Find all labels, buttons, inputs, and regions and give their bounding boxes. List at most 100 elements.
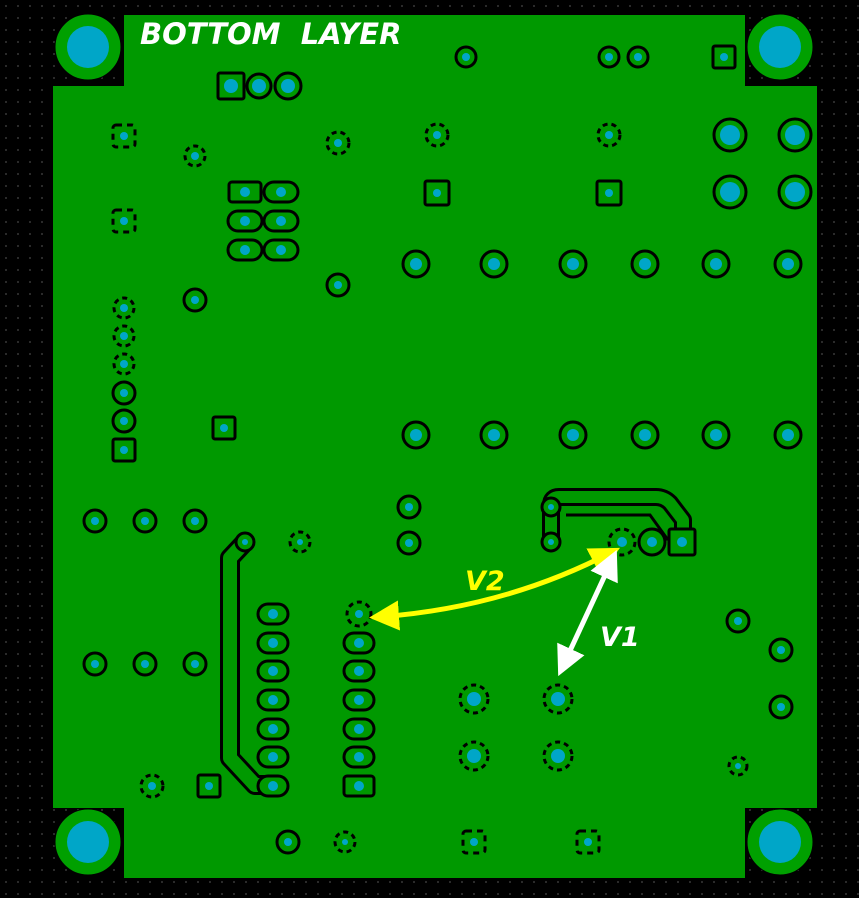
pad-hole — [242, 539, 248, 545]
through-hole-pad-icon — [342, 659, 376, 683]
through-hole-pad-icon — [342, 745, 376, 769]
pad-hole — [354, 781, 364, 791]
mounting-drill — [67, 821, 109, 863]
mounting-hole-icon — [746, 808, 814, 876]
through-hole-pad-icon — [262, 180, 300, 204]
pad-hole — [567, 429, 579, 441]
through-hole-pad-icon — [773, 249, 803, 279]
pad-hole — [334, 139, 342, 147]
board-title: BOTTOM LAYER — [140, 17, 401, 51]
through-hole-pad-icon — [182, 508, 208, 534]
through-hole-pad-icon — [111, 380, 137, 406]
pad-hole — [488, 429, 500, 441]
through-hole-pad-icon — [396, 494, 422, 520]
square-pad-icon — [227, 180, 263, 204]
thermal-relief-via-icon — [111, 208, 137, 234]
through-hole-pad-icon — [256, 774, 290, 798]
v1-double-arrow-icon — [557, 549, 618, 677]
pad-hole — [470, 838, 478, 846]
pad-hole — [191, 296, 199, 304]
thermal-relief-via-icon — [139, 773, 165, 799]
v2-label: V2 — [465, 566, 505, 597]
through-hole-pad-icon — [454, 45, 478, 69]
square-pad-icon — [595, 179, 623, 207]
through-hole-pad-icon — [262, 238, 300, 262]
pad-hole — [120, 417, 128, 425]
pad-hole — [205, 782, 213, 790]
pad-hole — [720, 125, 740, 145]
pad-hole — [342, 839, 348, 845]
pad-hole — [782, 258, 794, 270]
pad-hole — [141, 660, 149, 668]
thermal-relief-via-icon — [596, 122, 622, 148]
through-hole-pad-icon — [777, 174, 813, 210]
through-hole-pad-icon — [256, 602, 290, 626]
through-hole-pad-icon — [82, 508, 108, 534]
pad-hole — [433, 189, 441, 197]
through-hole-pad-icon — [626, 45, 650, 69]
pad-hole — [220, 424, 228, 432]
pad-hole — [120, 217, 128, 225]
pad-hole — [647, 537, 657, 547]
pad-hole — [240, 187, 250, 197]
through-hole-pad-icon — [637, 527, 667, 557]
through-hole-pad-icon — [132, 651, 158, 677]
through-hole-pad-icon — [262, 209, 300, 233]
pad-hole — [191, 660, 199, 668]
pad-hole — [354, 724, 364, 734]
pad-hole — [240, 216, 250, 226]
pad-hole — [354, 695, 364, 705]
square-pad-icon — [423, 179, 451, 207]
through-hole-pad-icon — [479, 420, 509, 450]
pad-hole — [268, 638, 278, 648]
through-hole-pad-icon — [768, 694, 794, 720]
through-hole-pad-icon — [777, 117, 813, 153]
pad-hole — [354, 666, 364, 676]
pad-hole — [605, 189, 613, 197]
pad-hole — [639, 429, 651, 441]
pad-hole — [276, 245, 286, 255]
through-hole-pad-icon — [342, 688, 376, 712]
pad-hole — [224, 79, 238, 93]
pad-hole — [710, 429, 722, 441]
pad-hole — [268, 781, 278, 791]
pad-hole — [584, 838, 592, 846]
through-hole-pad-icon — [273, 71, 303, 101]
pad-hole — [548, 539, 554, 545]
through-hole-pad-icon — [256, 659, 290, 683]
through-hole-pad-icon — [540, 496, 562, 518]
through-hole-pad-icon — [701, 249, 731, 279]
pad-hole — [410, 258, 422, 270]
pad-hole — [354, 752, 364, 762]
pad-hole — [120, 332, 128, 340]
pad-hole — [91, 660, 99, 668]
through-hole-pad-icon — [558, 420, 588, 450]
pad-hole — [405, 503, 413, 511]
square-pad-icon — [216, 71, 246, 101]
pad-hole — [268, 724, 278, 734]
pad-hole — [120, 360, 128, 368]
pad-hole — [488, 258, 500, 270]
pad-hole — [639, 258, 651, 270]
through-hole-pad-icon — [479, 249, 509, 279]
thermal-relief-via-icon — [461, 829, 487, 855]
thermal-relief-via-icon — [542, 740, 574, 772]
through-hole-pad-icon — [342, 717, 376, 741]
pad-hole — [148, 782, 156, 790]
through-hole-pad-icon — [401, 420, 431, 450]
through-hole-pad-icon — [712, 117, 748, 153]
thermal-relief-via-icon — [112, 324, 136, 348]
pad-hole — [777, 646, 785, 654]
thermal-relief-via-icon — [575, 829, 601, 855]
pad-hole — [405, 539, 413, 547]
pad-hole — [551, 692, 565, 706]
pad-hole — [191, 517, 199, 525]
pad-hole — [410, 429, 422, 441]
mounting-drill — [759, 26, 801, 68]
pad-hole — [785, 182, 805, 202]
through-hole-pad-icon — [111, 408, 137, 434]
through-hole-pad-icon — [401, 249, 431, 279]
pad-hole — [268, 695, 278, 705]
